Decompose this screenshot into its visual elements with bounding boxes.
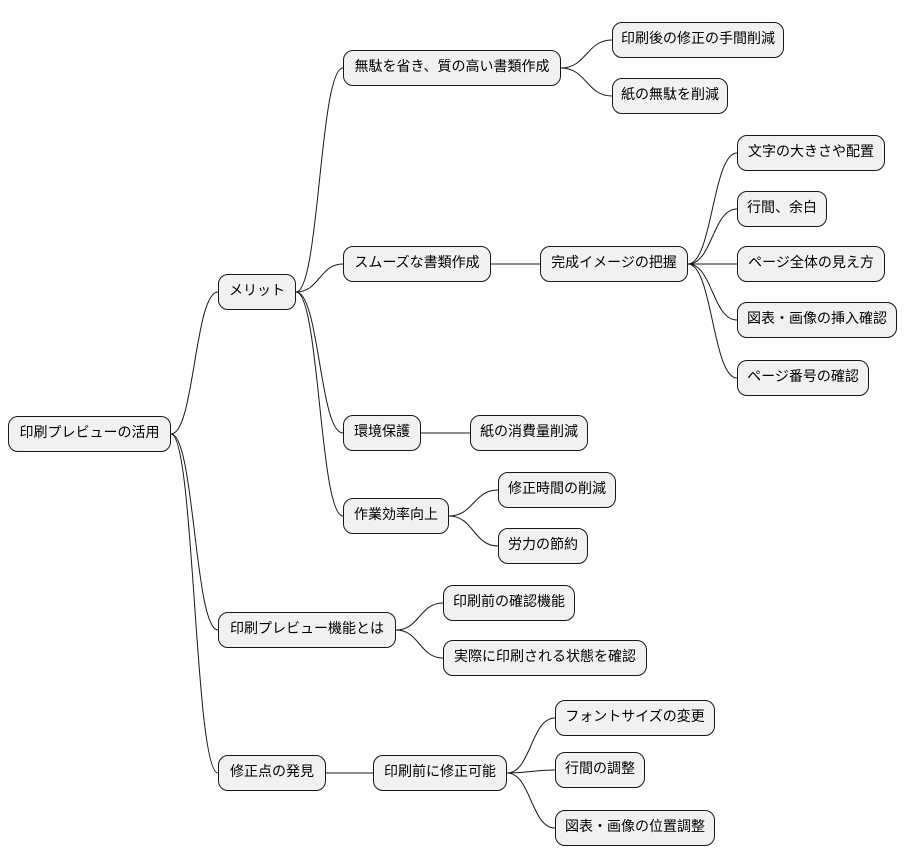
edge-m1-m1b — [560, 67, 613, 97]
edge-m1-m1a — [560, 39, 613, 69]
edge-merit-m2 — [295, 263, 344, 293]
node-grasp-final-image: 完成イメージの把握 — [540, 246, 688, 282]
node-fix-before-print: 印刷前に修正可能 — [373, 755, 507, 791]
edge-x1-x1b — [506, 769, 556, 774]
node-reduce-paper-waste: 紙の無駄を削減 — [612, 78, 728, 114]
edge-merit-m1 — [295, 67, 344, 293]
node-quality-documents: 無駄を省き、質の高い書類作成 — [343, 50, 561, 86]
edge-m2a-m2a4 — [687, 263, 738, 321]
edge-root-feat — [170, 433, 219, 631]
edge-m2a-m2a1 — [687, 152, 738, 265]
node-reduce-rework: 印刷後の修正の手間削減 — [612, 22, 784, 58]
node-line-spacing-margins: 行間、余白 — [737, 191, 827, 227]
node-text-size-layout: 文字の大きさや配置 — [737, 135, 885, 171]
node-save-effort: 労力の節約 — [498, 528, 588, 564]
edge-m2a-m2a5 — [687, 263, 738, 379]
node-adjust-figure-position: 図表・画像の位置調整 — [555, 810, 715, 846]
node-merit: メリット — [218, 274, 296, 310]
edge-m4-m4a — [448, 489, 499, 517]
node-feature: 印刷プレビュー機能とは — [218, 612, 396, 648]
node-environment: 環境保護 — [343, 415, 421, 451]
edge-merit-m4 — [295, 291, 344, 517]
edge-x1-x1a — [506, 717, 556, 774]
edge-root-merit — [170, 291, 219, 435]
edge-x1-x1c — [506, 772, 556, 829]
edge-feat-f2 — [395, 629, 444, 659]
node-adjust-line-spacing: 行間の調整 — [555, 752, 645, 788]
node-reduce-fix-time: 修正時間の削減 — [498, 472, 616, 508]
node-actual-print-state: 実際に印刷される状態を確認 — [443, 640, 647, 676]
node-find-corrections: 修正点の発見 — [218, 755, 326, 791]
node-smooth-creation: スムーズな書類作成 — [343, 246, 491, 282]
node-page-number-check: ページ番号の確認 — [737, 360, 869, 396]
node-pre-print-check: 印刷前の確認機能 — [443, 585, 575, 621]
edge-m2a-m2a2 — [687, 208, 738, 265]
edge-root-fix — [170, 433, 219, 774]
node-change-font-size: フォントサイズの変更 — [555, 700, 715, 736]
edge-feat-f1 — [395, 602, 444, 631]
node-paper-consumption: 紙の消費量削減 — [470, 415, 588, 451]
node-page-overview: ページ全体の見え方 — [737, 246, 885, 282]
edge-m4-m4b — [448, 515, 499, 547]
node-root: 印刷プレビューの活用 — [8, 416, 171, 452]
node-efficiency: 作業効率向上 — [343, 498, 449, 534]
edge-merit-m3 — [295, 291, 344, 434]
node-figure-insertion-check: 図表・画像の挿入確認 — [737, 302, 897, 338]
